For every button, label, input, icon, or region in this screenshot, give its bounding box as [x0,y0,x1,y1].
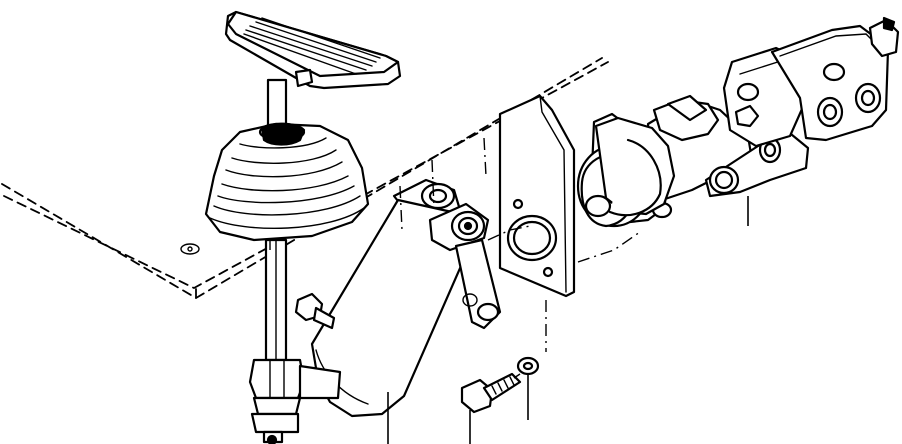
mounting-bolt [460,372,522,414]
floor-mounting-hole [180,243,200,255]
rubber-boot [204,122,370,242]
push-rod [454,238,502,330]
mounting-bracket [498,94,576,298]
pedal-lever [310,178,470,418]
master-cylinder-flange [594,116,676,217]
assembly-centerlines [269,137,641,352]
lock-washer [516,356,540,376]
clevis-pin [428,202,490,252]
pivot-nut-stack [248,358,342,444]
small-bolt [294,292,336,330]
floor-plate-outline [1,57,609,300]
pedal-pad [224,10,402,90]
master-cylinder-front-housing [770,16,900,142]
callout-leader-lines [387,196,749,444]
